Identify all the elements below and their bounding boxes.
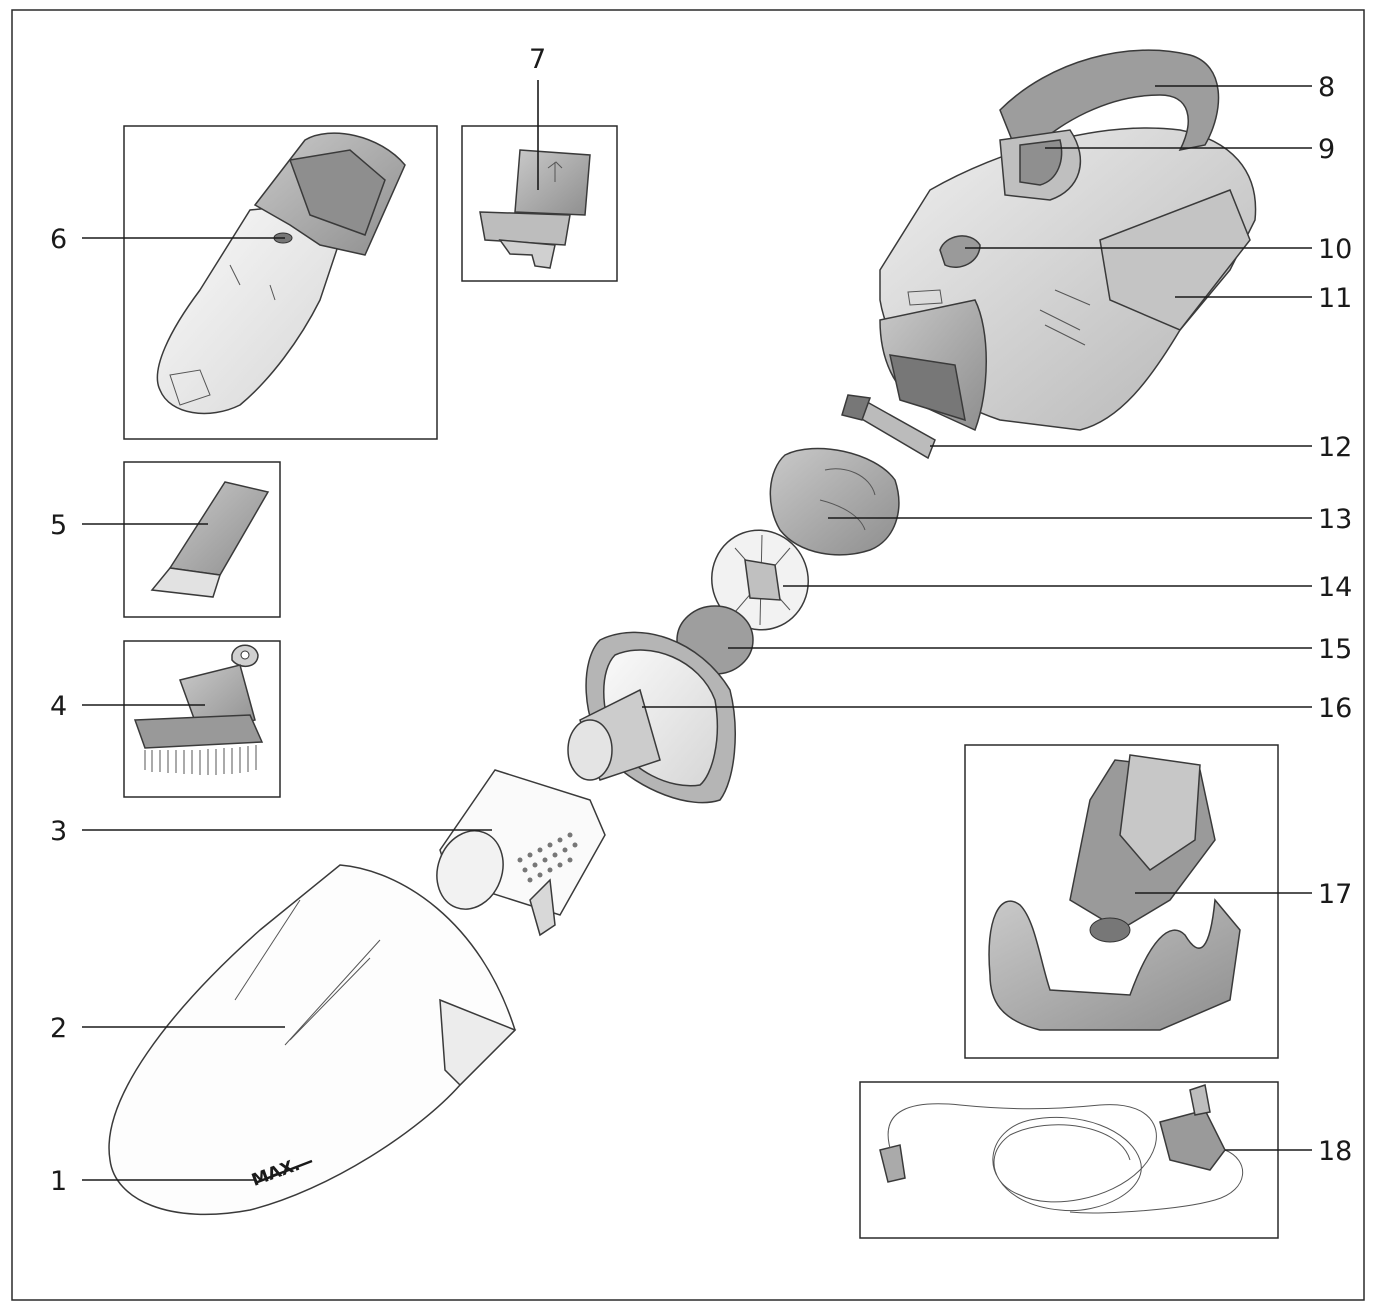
filter-frame-14 (711, 529, 809, 631)
callout-12: 12 (1318, 432, 1352, 463)
callout-16: 16 (1318, 693, 1352, 724)
callout-6: 6 (50, 224, 67, 255)
inset-box-17 (964, 744, 1279, 1059)
dust-container-2 (108, 864, 517, 1216)
callout-17: 17 (1318, 879, 1352, 910)
callout-4: 4 (50, 691, 67, 722)
callout-7: 7 (529, 44, 546, 75)
inset-box-7 (461, 125, 618, 282)
seal-connector-16 (567, 631, 736, 804)
crevice-nozzle-5 (150, 481, 270, 598)
filter-bag-13 (769, 447, 900, 556)
callout-11: 11 (1318, 283, 1352, 314)
inset-box-18 (859, 1081, 1279, 1239)
callout-15: 15 (1318, 634, 1352, 665)
callout-5: 5 (50, 510, 67, 541)
callout-13: 13 (1318, 504, 1352, 535)
cylinder-filter-3 (436, 769, 606, 937)
outer-frame (11, 9, 1365, 1301)
callout-1: 1 (50, 1166, 67, 1197)
callout-8: 8 (1318, 72, 1335, 103)
max-fill-underline (254, 1159, 313, 1185)
callout-10: 10 (1318, 234, 1352, 265)
assembled-vacuum-illustration (156, 132, 406, 415)
motor-unit-body (879, 49, 1257, 432)
inset-box-4 (123, 640, 281, 798)
callout-18: 18 (1318, 1136, 1352, 1167)
callout-3: 3 (50, 816, 67, 847)
charger-adapter-18 (879, 1084, 1243, 1214)
tool-attachment-7 (479, 149, 591, 269)
charging-base-17 (988, 754, 1241, 1031)
inset-box-5 (123, 461, 281, 618)
filter-brush-12 (841, 394, 936, 460)
callout-9: 9 (1318, 134, 1335, 165)
callout-2: 2 (50, 1013, 67, 1044)
callout-14: 14 (1318, 572, 1352, 603)
inset-box-6 (123, 125, 438, 440)
brush-nozzle-4 (133, 644, 264, 775)
